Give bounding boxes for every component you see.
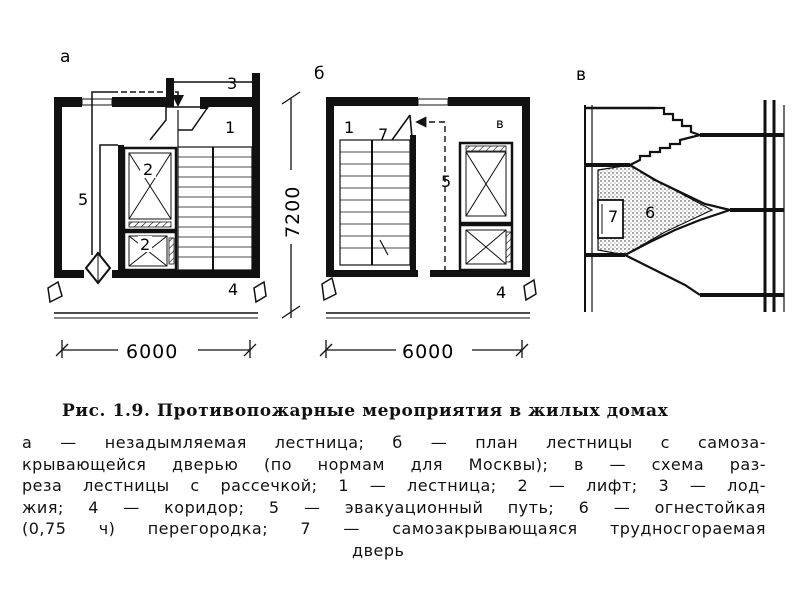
panel-a-stair	[177, 110, 253, 271]
panel-b-corner-mark: в	[496, 117, 504, 132]
panel-a-plan: а 3	[47, 47, 267, 363]
panel-c-partition	[597, 164, 714, 256]
panel-a-width-label: 6000	[126, 341, 178, 363]
panel-a-evac-path	[91, 91, 210, 260]
panel-b-plan: б 7200	[279, 64, 537, 363]
caption-line: реза лестницы с рассечкой; 1 — лестница;…	[22, 476, 766, 495]
panel-b-door	[391, 114, 413, 141]
panel-a-label-2b: 2	[140, 235, 150, 254]
panel-b-height-label: 7200	[282, 186, 304, 238]
panel-b-lift-large	[458, 141, 514, 225]
panel-a-label-3: 3	[227, 74, 237, 93]
panel-b-label-4: 4	[496, 283, 506, 302]
panel-c-letter: в	[576, 65, 586, 85]
caption-line: а — незадымляемая лестница; б — план лес…	[22, 433, 766, 452]
panel-a-corridor-door	[84, 251, 112, 285]
caption-line: (0,75 ч) перегородка; 7 — самозакрывающа…	[22, 519, 766, 538]
panel-c-door	[597, 199, 624, 239]
panel-b-width-label: 6000	[402, 341, 454, 363]
panel-c-structure	[584, 100, 785, 312]
panel-a-window	[81, 98, 113, 106]
panel-a-label-5: 5	[78, 190, 88, 209]
panel-b-label-5: 5	[441, 172, 451, 191]
panel-a-corridor	[47, 280, 267, 319]
panel-b-stair	[339, 139, 411, 266]
panel-b-label-7: 7	[378, 125, 388, 144]
panel-b-corridor	[321, 276, 537, 319]
panel-c-section: в 6	[576, 65, 785, 312]
panel-b-evac-path	[415, 116, 446, 272]
panel-a-label-4: 4	[228, 280, 238, 299]
panel-b-window	[417, 98, 449, 106]
panel-a-lift-small: 2	[122, 230, 178, 272]
panel-a-letter: а	[60, 47, 70, 67]
caption-line: жия; 4 — коридор; 5 — эвакуационный путь…	[22, 497, 766, 517]
panel-b-letter: б	[314, 64, 324, 84]
panel-a-label-1: 1	[225, 118, 235, 137]
caption-line: дверь	[352, 540, 405, 560]
panel-b-walls	[326, 97, 530, 277]
panel-a-label-2a: 2	[143, 160, 153, 179]
fire-safety-drawing: а 3	[47, 47, 785, 363]
panel-a-lift-large: 2	[122, 146, 178, 232]
caption-line: крывающейся дверью (по нормам для Москвы…	[22, 454, 766, 474]
panel-c-label-7: 7	[608, 207, 618, 226]
panel-b-label-1: 1	[344, 118, 354, 137]
panel-b-lift-small	[458, 223, 514, 272]
panel-c-label-6: 6	[645, 203, 655, 222]
figure-caption-title: Рис. 1.9. Противопожарные мероприятия в …	[62, 401, 669, 421]
figure-caption-body: а — незадымляемая лестница; б — план лес…	[22, 432, 766, 561]
